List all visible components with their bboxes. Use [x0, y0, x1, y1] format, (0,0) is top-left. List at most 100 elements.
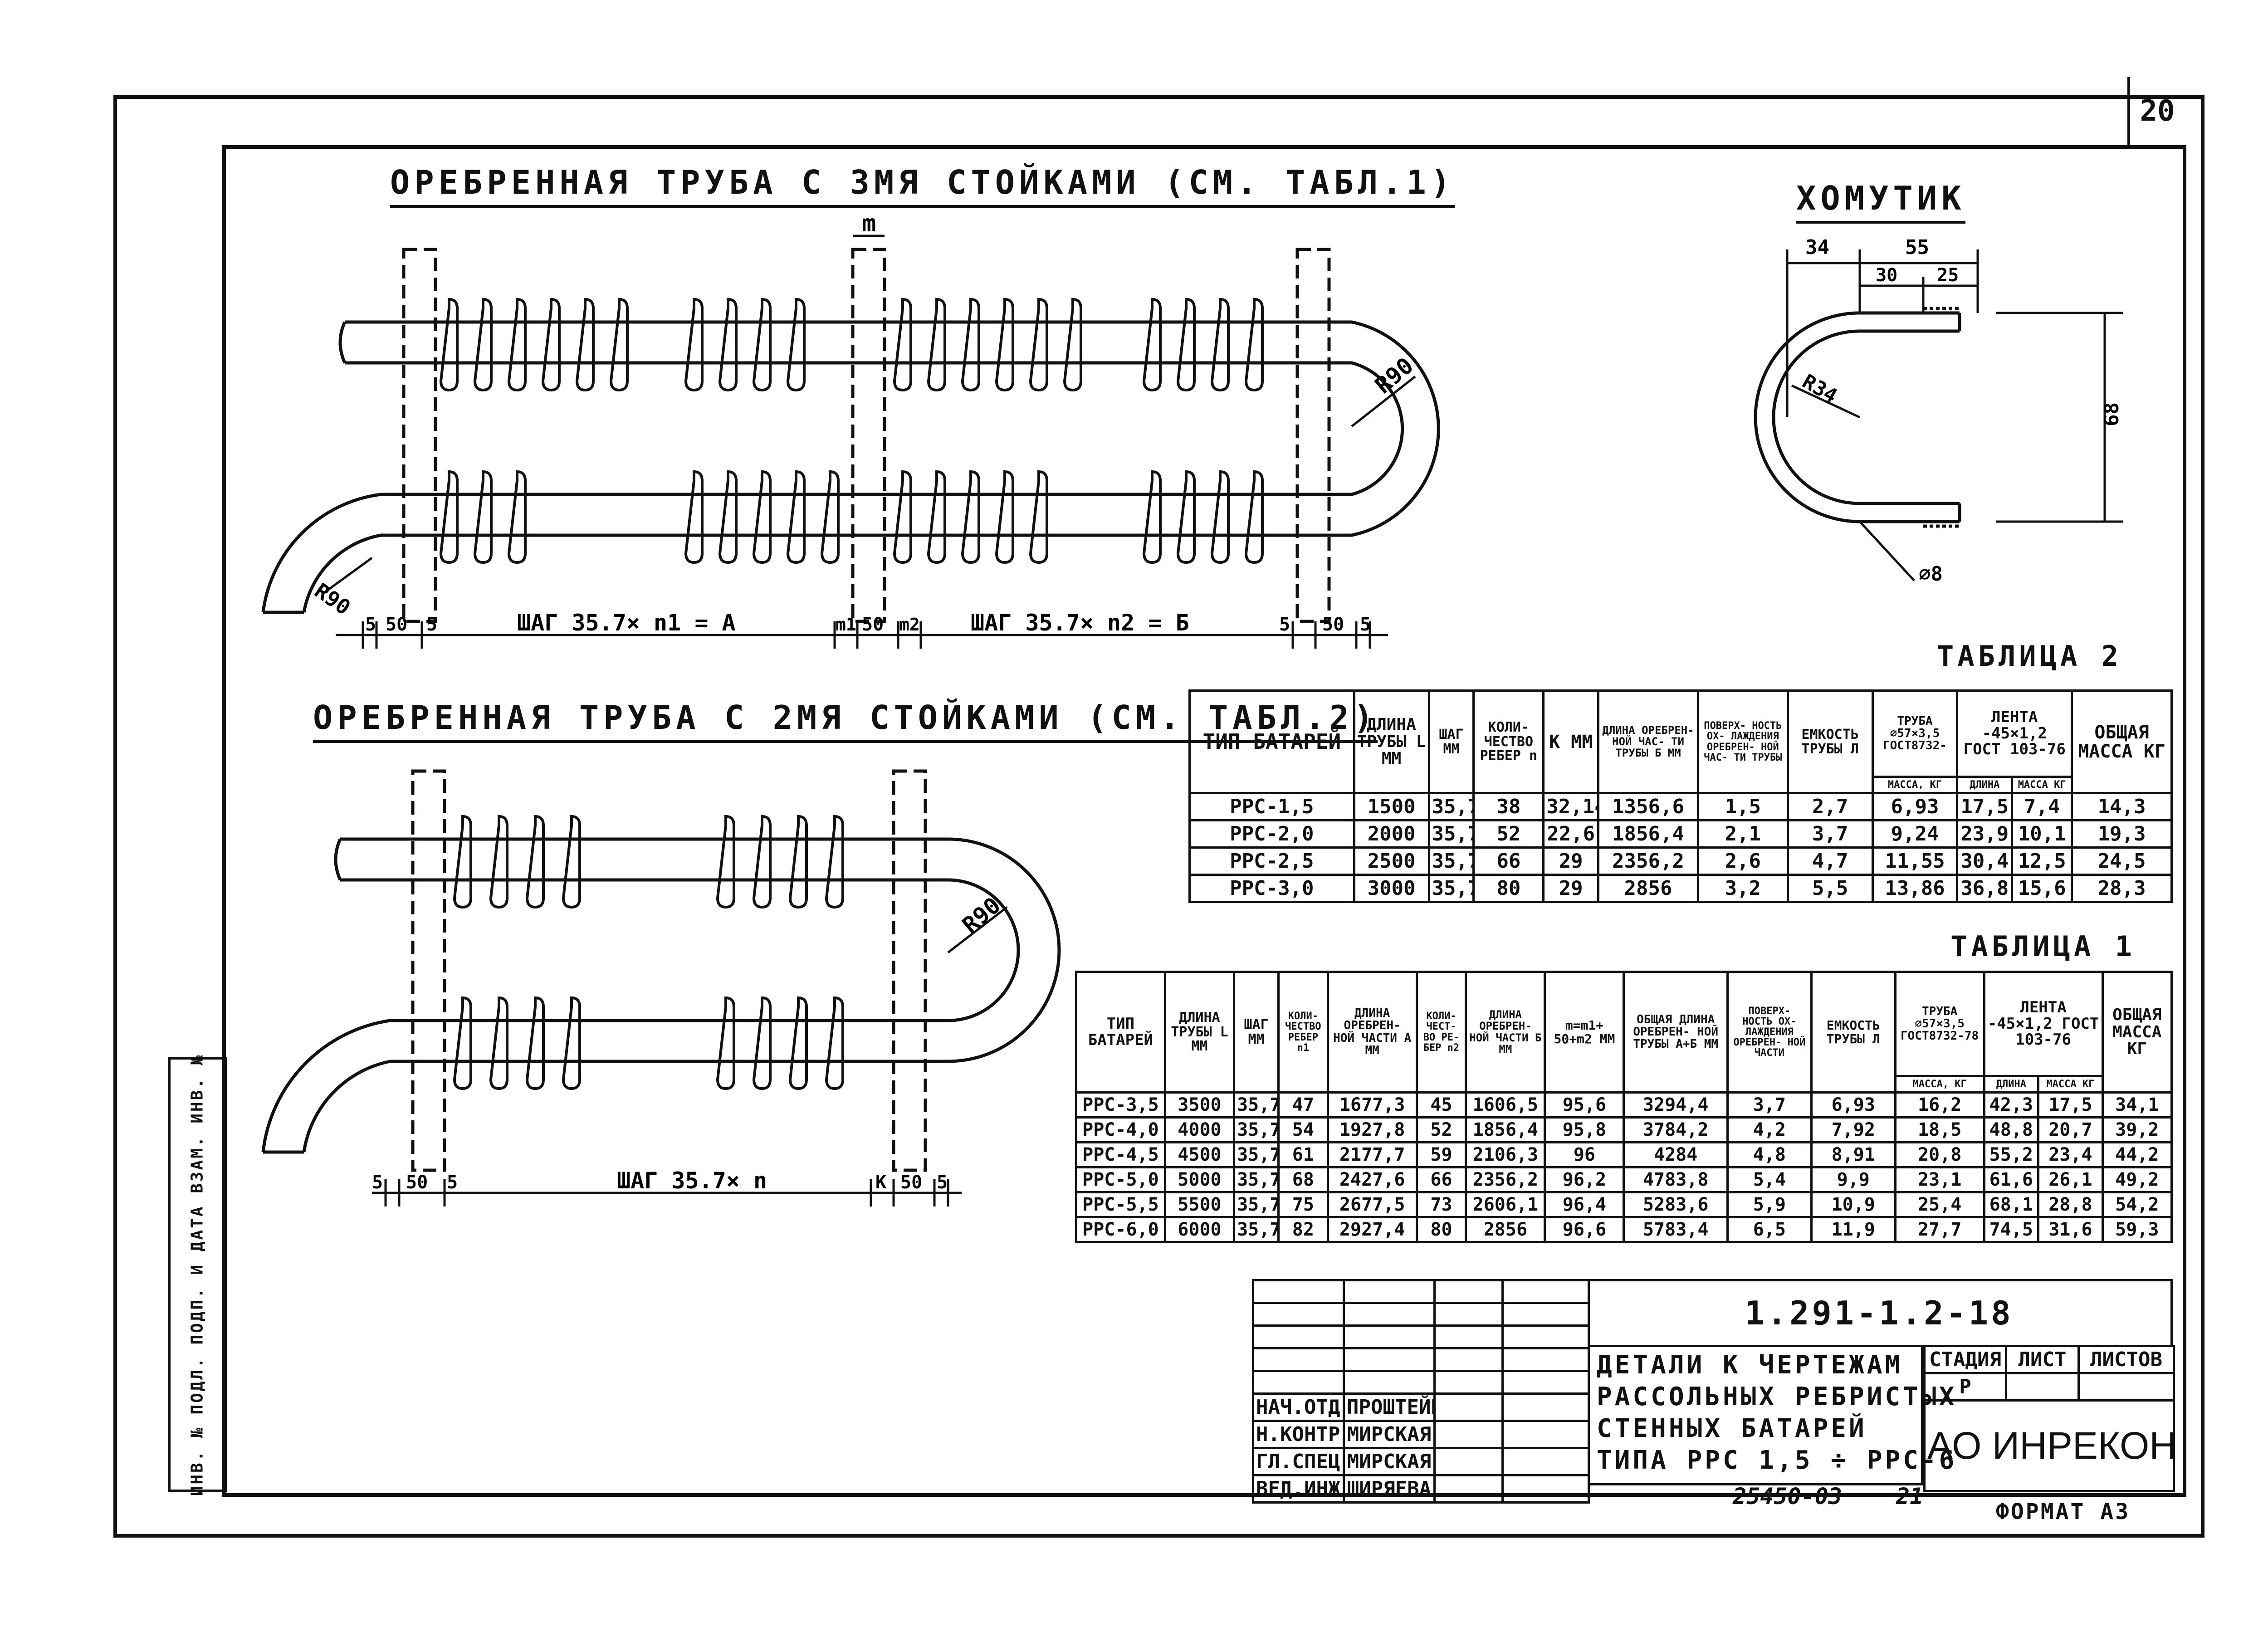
stamp-role-row: ВЕД.ИНЖ.ШИРЯЕВА	[1252, 1474, 1590, 1504]
table2-header-finned-length: ДЛИНА ОРЕБРЕН- НОЙ ЧАС- ТИ ТРУБЫ Б ММ	[1597, 689, 1699, 794]
pipe-fin	[718, 298, 738, 392]
table2-header-capacity: ЕМКОСТЬ ТРУБЫ Л	[1786, 689, 1874, 794]
table1-sub-strip-length: ДЛИНА	[1983, 1075, 2040, 1094]
drawing1-dim-50c: 50	[1322, 614, 1344, 635]
stamp-sheet-label: ЛИСТ	[2005, 1345, 2080, 1374]
table1-header-total-length: ОБЩАЯ ДЛИНА ОРЕБРЕН- НОЙ ТРУБЫ А+Б ММ	[1623, 971, 1729, 1094]
pipe-fin	[1063, 298, 1082, 392]
table1-sub-strip-mass: МАССА КГ	[2037, 1075, 2104, 1094]
pipe-fin	[507, 470, 527, 564]
drawing1-dim-5b: 5	[426, 614, 437, 635]
pipe-fin	[825, 815, 844, 909]
clamp-dim-55: 55	[1905, 236, 1929, 259]
pipe-fin	[825, 996, 844, 1090]
pipe-fin	[716, 996, 735, 1090]
pipe-fin	[1176, 298, 1196, 392]
stamp-title-line: СТЕННЫХ БАТАРЕЙ	[1597, 1414, 1867, 1443]
stamp-signature-grid: НАЧ.ОТД.ПРОШТЕЙН Н.КОНТР.МИРСКАЯ ГЛ.СПЕЦ…	[1252, 1279, 1590, 1504]
drawing1-dim-50b: 50	[862, 614, 884, 635]
drawing1-dim-50a: 50	[386, 614, 407, 635]
table1-header-step: ШАГ ММ	[1233, 971, 1280, 1094]
drawing2-dim-5c: 5	[937, 1172, 948, 1193]
drawing2-step: ШАГ 35.7× n	[617, 1167, 767, 1194]
pipe-fin	[473, 298, 493, 392]
pipe-fin	[820, 470, 840, 564]
pipe-fin	[1176, 470, 1196, 564]
pipe-fin	[489, 996, 508, 1090]
sheet-outer-frame	[113, 95, 2204, 1538]
table1-header-finned-a: ДЛИНА ОРЕБРЕН- НОЙ ЧАСТИ А ММ	[1326, 971, 1418, 1094]
pipe-fin	[961, 298, 980, 392]
pipe-fin	[927, 470, 946, 564]
pipe-fin	[489, 815, 508, 909]
sheet-inner-frame	[222, 145, 2186, 1497]
table1-header-total-mass: ОБЩАЯ МАССА КГ	[2101, 971, 2173, 1094]
pipe-fin	[1210, 298, 1230, 392]
archive-number: 25450-03	[1733, 1483, 1842, 1509]
drawing2-dim-5b: 5	[447, 1172, 458, 1193]
table2-label: ТАБЛИЦА 2	[1937, 640, 2122, 673]
clamp-dim-34: 34	[1805, 236, 1829, 259]
pipe-fin	[453, 996, 472, 1090]
pipe-fin	[1142, 470, 1162, 564]
pipe-fin	[453, 815, 472, 909]
drawing1-step-b: ШАГ 35.7× n2 = Б	[971, 610, 1189, 636]
pipe-fin	[684, 470, 704, 564]
clamp-dim-68: 68	[2100, 402, 2123, 426]
table2-header-k: K ММ	[1542, 689, 1600, 794]
pipe-fin	[1244, 470, 1264, 564]
drawing2-dim-5a: 5	[372, 1172, 383, 1193]
drawing2-dim-50a: 50	[406, 1172, 428, 1193]
pipe-fin	[1210, 470, 1230, 564]
table1: ТИП БАТАРЕЙ ДЛИНА ТРУБЫ L ММ ШАГ ММ КОЛИ…	[1075, 971, 2173, 1243]
pipe-fin	[507, 298, 527, 392]
table1-header-finned-b: ДЛИНА ОРЕБРЕН- НОЙ ЧАСТИ Б ММ	[1465, 971, 1546, 1094]
table1-header-m: m=m1+ 50+m2 ММ	[1544, 971, 1625, 1094]
pipe-fin	[752, 470, 772, 564]
table2-sub-strip-mass: МАССА КГ	[2011, 776, 2073, 794]
table1-header-fins-n1: КОЛИ- ЧЕСТВО РЕБЕР n1	[1277, 971, 1329, 1094]
clamp-dim-d8: ⌀8	[1919, 562, 1943, 586]
stamp-stage-label: СТАДИЯ	[1923, 1345, 2007, 1374]
stamp-title-line: РАССОЛЬНЫХ РЕБРИСТЫХ	[1597, 1382, 1957, 1412]
pipe-fin	[525, 815, 545, 909]
table2-header-length: ДЛИНА ТРУБЫ L ММ	[1353, 689, 1430, 794]
table2-header-total-mass: ОБЩАЯ МАССА КГ	[2071, 689, 2173, 794]
pipe-fin	[716, 815, 735, 909]
stamp-code: 1.291-1.2-18	[1745, 1294, 2014, 1332]
pipe-fin	[995, 298, 1014, 392]
pipe-fin	[927, 298, 946, 392]
table1-header-capacity: ЕМКОСТЬ ТРУБЫ Л	[1810, 971, 1897, 1094]
table1-header-length: ДЛИНА ТРУБЫ L ММ	[1163, 971, 1236, 1094]
drawing1-dim-m2: m2	[899, 615, 920, 635]
table1-sub-pipe-mass: МАССА, КГ	[1894, 1075, 1985, 1094]
table1-label: ТАБЛИЦА 1	[1950, 930, 2136, 963]
pipe-fin	[788, 815, 808, 909]
drawing1-finned-pipe-3-stands: m R90 R90 5 50 5 ШАГ 35.7× n1 = A m1 50 …	[261, 213, 1440, 649]
table2: ТИП БАТАРЕЙ ДЛИНА ТРУБЫ L ММ ШАГ ММ КОЛИ…	[1188, 689, 2173, 903]
pipe-fin	[562, 815, 581, 909]
stamp-organization: АО ИНРЕКОН	[1923, 1399, 2175, 1492]
pipe-fin	[788, 996, 808, 1090]
pipe-fin	[752, 298, 772, 392]
pipe-fin	[1244, 298, 1264, 392]
stamp-stage-grid: СТАДИЯ ЛИСТ ЛИСТОВ Р АО ИНРЕКОН	[1923, 1345, 2175, 1492]
table2-sub-pipe-mass: МАССА, КГ	[1871, 776, 1959, 794]
stamp-title-line: ДЕТАЛИ К ЧЕРТЕЖАМ	[1597, 1350, 1903, 1380]
clamp-dim-r34: R34	[1799, 370, 1841, 408]
clamp-dim-25: 25	[1937, 265, 1959, 286]
drawing2-dim-k: К	[875, 1172, 886, 1193]
table2-header-surface: ПОВЕРХ- НОСТЬ ОХ- ЛАЖДЕНИЯ ОРЕБРЕН- НОЙ …	[1696, 689, 1789, 794]
table2-sub-strip-length: ДЛИНА	[1956, 776, 2014, 794]
stamp-stage-value: Р	[1923, 1372, 2007, 1402]
stamp-role-row: Н.КОНТР.МИРСКАЯ	[1252, 1420, 1590, 1449]
format-label: ФОРМАТ А3	[1996, 1499, 2131, 1524]
table1-header-surface: ПОВЕРХ- НОСТЬ ОХ- ЛАЖДЕНИЯ ОРЕБРЕН- НОЙ …	[1726, 971, 1813, 1094]
drawing1-dim-5c: 5	[1279, 614, 1290, 635]
clamp-title: ХОМУТИК	[1796, 179, 1966, 224]
